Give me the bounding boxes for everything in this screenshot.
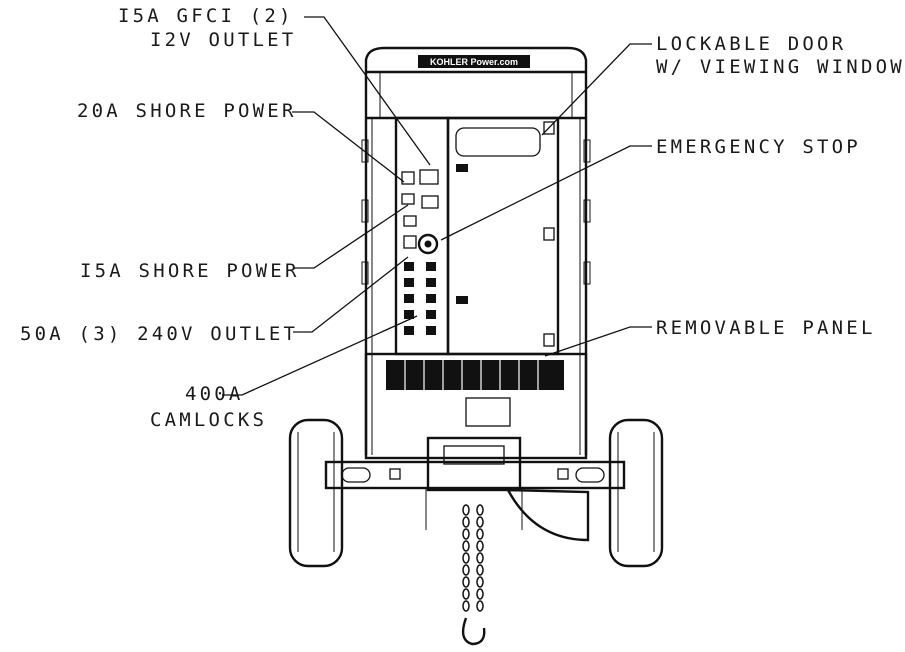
viewing-window bbox=[455, 127, 541, 157]
generator-enclosure: KOHLER Power.com bbox=[361, 46, 591, 460]
removable-panel bbox=[364, 352, 588, 460]
callout-shore-15a: I5A SHORE POWER bbox=[80, 260, 300, 282]
callout-door-line2: W/ VIEWING WINDOW bbox=[656, 56, 905, 78]
drum-shape bbox=[505, 488, 590, 542]
left-tire bbox=[288, 418, 344, 568]
callout-camlocks-line2: CAMLOCKS bbox=[150, 409, 267, 431]
leader-lines bbox=[222, 16, 652, 396]
brand-text: KOHLER Power.com bbox=[430, 57, 518, 67]
callout-removable-panel: REMOVABLE PANEL bbox=[656, 317, 876, 339]
trailer-frame bbox=[324, 436, 626, 530]
callout-gfci-line1: I5A GFCI (2) bbox=[118, 5, 294, 27]
callout-shore-20a: 20A SHORE POWER bbox=[77, 100, 297, 122]
callout-door-line1: LOCKABLE DOOR bbox=[656, 33, 846, 55]
callout-gfci-line2: I2V OUTLET bbox=[150, 29, 296, 51]
tow-hook-icon bbox=[461, 617, 486, 646]
lockable-door bbox=[446, 116, 560, 356]
callout-emergency-stop: EMERGENCY STOP bbox=[656, 136, 861, 158]
emergency-stop-icon bbox=[417, 233, 439, 255]
right-tire bbox=[608, 418, 664, 568]
callout-50a-outlet: 50A (3) 240V OUTLET bbox=[20, 323, 298, 345]
callout-camlocks-line1: 400A bbox=[185, 383, 244, 405]
brand-plate bbox=[418, 55, 530, 68]
louver-grille bbox=[386, 360, 564, 390]
safety-chain bbox=[462, 504, 484, 612]
